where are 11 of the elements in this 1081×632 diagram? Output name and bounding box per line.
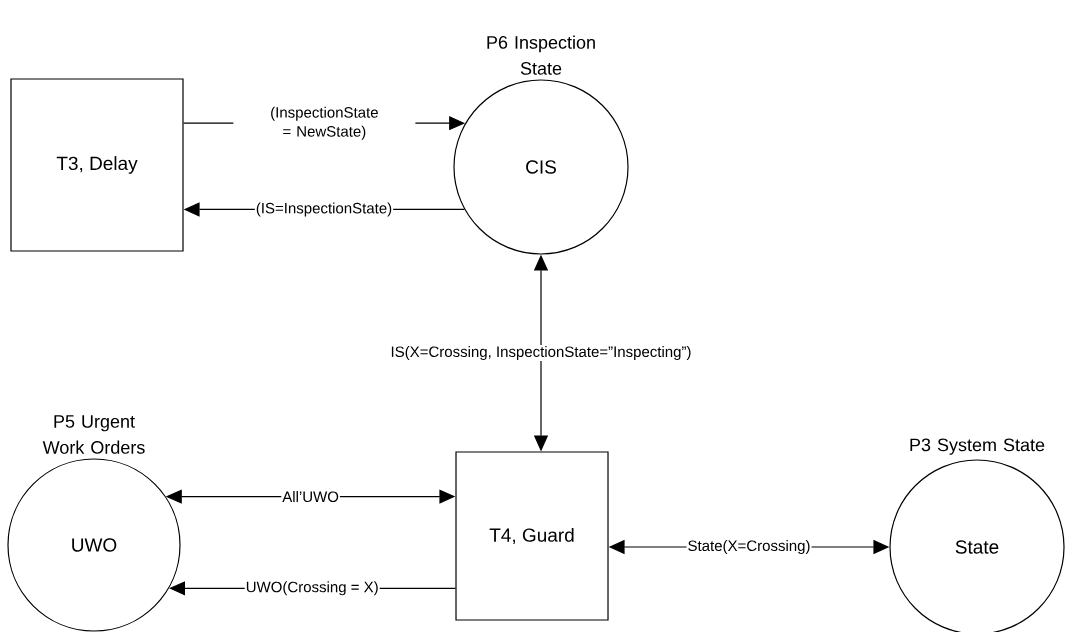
- place-heading: P6 Inspection State: [487, 35, 595, 75]
- transition-box: T3, Delay: [10, 78, 184, 252]
- edge-label: (IS=InspectionState): [254, 201, 394, 218]
- edge-label: IS(X=Crossing, InspectionState=”Inspecting”): [389, 345, 693, 361]
- place-heading: P3 System State: [910, 438, 1045, 455]
- edge-label: UWO(Crossing = X): [244, 580, 380, 597]
- transition-box: T4, Guard: [455, 451, 609, 621]
- edge-label: (InspectionState = NewState): [233, 105, 416, 141]
- place-heading: P5 Urgent Work Orders: [42, 415, 145, 454]
- edge-label: State(X=Crossing): [686, 539, 812, 555]
- edge-label: All’UWO: [281, 490, 340, 504]
